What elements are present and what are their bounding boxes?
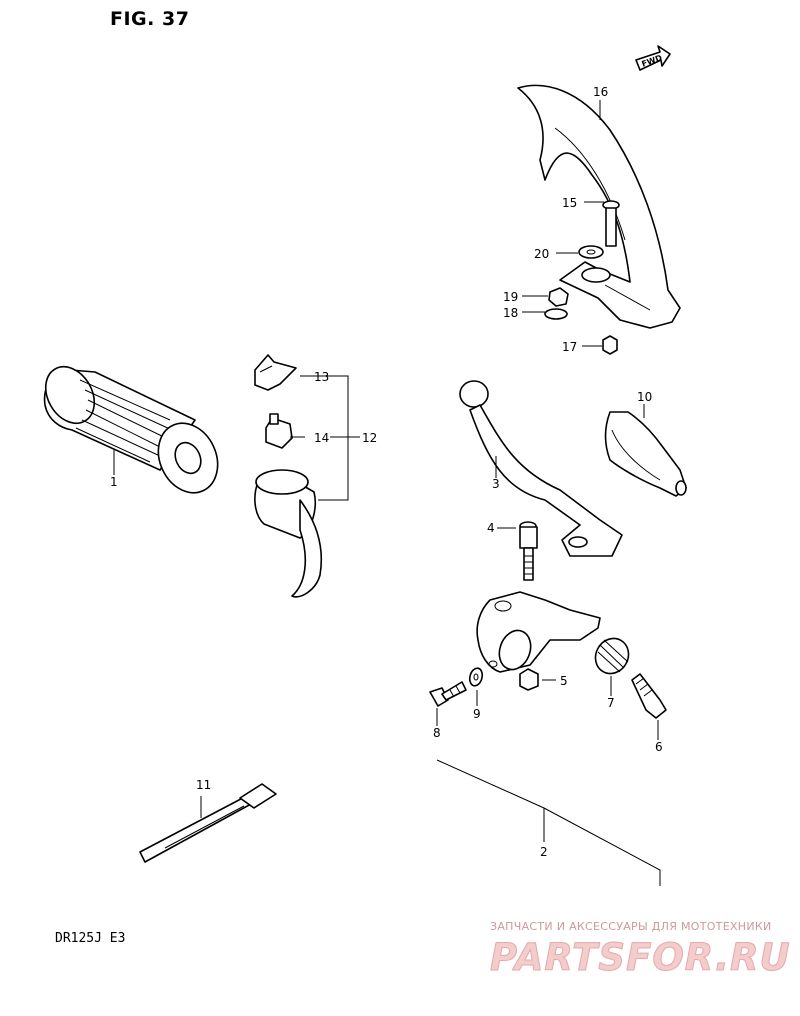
- callout-9: 9: [473, 707, 481, 721]
- callout-20: 20: [534, 247, 549, 261]
- callout-10: 10: [637, 390, 652, 404]
- callout-12: 12: [362, 431, 377, 445]
- callout-14: 14: [314, 431, 329, 445]
- clutch-lever-part-3: [459, 380, 623, 557]
- callout-15: 15: [562, 196, 577, 210]
- callout-6: 6: [655, 740, 663, 754]
- callout-8: 8: [433, 726, 441, 740]
- callout-3: 3: [492, 477, 500, 491]
- washer-part-9: [468, 667, 484, 687]
- callout-13: 13: [314, 370, 329, 384]
- lever-holder-part-2: [476, 591, 601, 673]
- cable-tie-part-11: [139, 783, 277, 863]
- callout-1: 1: [110, 475, 118, 489]
- callout-2: 2: [540, 845, 548, 859]
- callout-16: 16: [593, 85, 608, 99]
- clamp-part-13: [254, 354, 297, 391]
- lever-guard-part-16: [517, 84, 681, 329]
- callout-18: 18: [503, 306, 518, 320]
- cover-part-10: [604, 411, 687, 497]
- nut-part-5: [519, 668, 539, 691]
- washer-part-18: [544, 308, 568, 320]
- watermark-tagline: ЗАПЧАСТИ И АКСЕССУАРЫ ДЛЯ МОТОТЕХНИКИ: [490, 920, 772, 933]
- cable-guide-part-12: [254, 469, 323, 598]
- watermark-logo: PARTSFOR.RU: [490, 936, 791, 980]
- adjuster-bolt-part-6: [631, 673, 667, 719]
- fwd-label: FWD: [641, 53, 664, 69]
- callout-7: 7: [607, 696, 615, 710]
- callout-4: 4: [487, 521, 495, 535]
- bolt-part-8: [429, 681, 467, 707]
- nut-part-17: [602, 335, 618, 355]
- holder-part-14: [265, 413, 293, 449]
- callout-19: 19: [503, 290, 518, 304]
- fwd-arrow-icon: FWD: [635, 45, 671, 71]
- washer-part-20: [578, 245, 611, 283]
- pivot-bolt-part-4: [519, 521, 538, 581]
- adjuster-part-7: [594, 637, 630, 675]
- model-code: DR125J E3: [55, 931, 126, 946]
- grip-part: [43, 365, 219, 494]
- callout-17: 17: [562, 340, 577, 354]
- nut-part-19: [548, 287, 569, 307]
- screw-part-15: [602, 200, 620, 247]
- callout-11: 11: [196, 778, 211, 792]
- figure-title: FIG. 37: [110, 8, 190, 30]
- callout-5: 5: [560, 674, 568, 688]
